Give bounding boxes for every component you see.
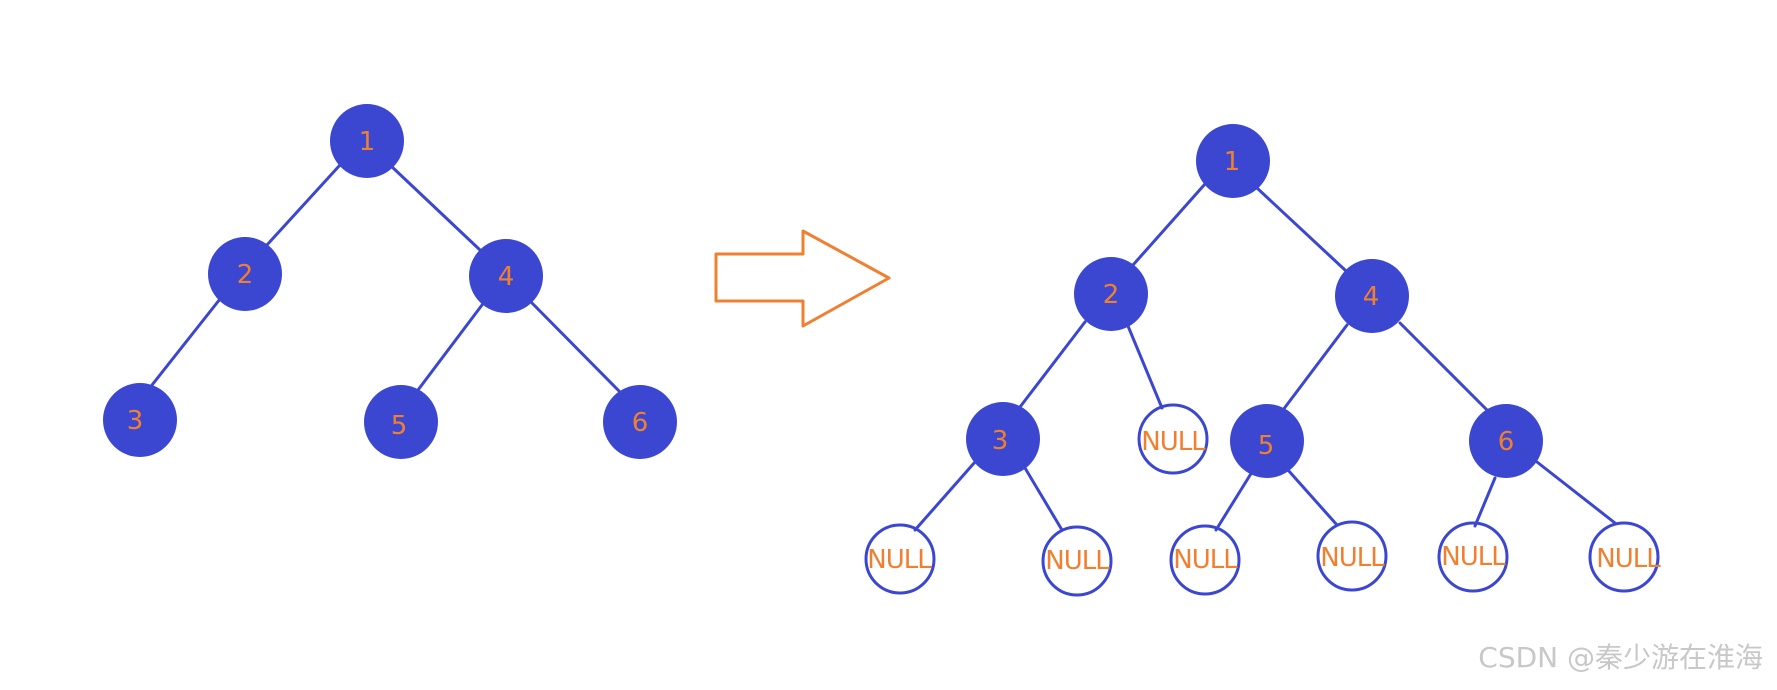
right-null-node-2-right-label: NULL <box>1141 427 1206 457</box>
right-edge-2-null <box>1126 324 1164 410</box>
left-node-6: 6 <box>603 385 677 459</box>
left-edge-4-6 <box>530 301 622 394</box>
right-node-6-label: 6 <box>1498 427 1515 457</box>
right-null-leaf-6: NULL <box>1588 521 1662 593</box>
right-null-leaf-5-circle <box>1437 521 1509 593</box>
left-node-3: 3 <box>103 383 177 457</box>
left-node-1-circle <box>330 104 404 178</box>
left-tree-nodes: 1 2 4 3 5 6 <box>103 104 677 459</box>
right-node-4-label: 4 <box>1363 282 1380 312</box>
right-edge-2-3 <box>1018 320 1087 409</box>
right-edge-6-null-left <box>1473 476 1497 528</box>
right-node-3: 3 <box>966 402 1040 476</box>
left-node-1: 1 <box>330 104 404 178</box>
right-node-2-circle <box>1074 257 1148 331</box>
right-node-5: 5 <box>1230 404 1304 478</box>
right-node-5-label: 5 <box>1258 431 1275 461</box>
right-node-2-label: 2 <box>1103 280 1120 310</box>
right-null-leaf-1-label: NULL <box>867 545 932 575</box>
left-node-3-label: 3 <box>127 406 144 436</box>
right-null-leaf-4-label: NULL <box>1320 543 1385 573</box>
left-node-4: 4 <box>469 239 543 313</box>
right-node-1-label: 1 <box>1224 147 1241 177</box>
right-edge-5-null-left <box>1214 470 1254 532</box>
transform-arrow <box>714 229 891 328</box>
right-null-leaf-3-label: NULL <box>1173 545 1238 575</box>
left-node-3-circle <box>103 383 177 457</box>
right-node-2: 2 <box>1074 257 1148 331</box>
right-edge-4-5 <box>1281 323 1349 412</box>
right-null-leaf-2-label: NULL <box>1045 546 1110 576</box>
right-null-node-2-right: NULL <box>1137 403 1209 475</box>
right-null-leaf-1-circle <box>864 523 936 595</box>
right-null-leaf-4-circle <box>1316 520 1388 592</box>
right-node-6-circle <box>1469 404 1543 478</box>
right-null-leaf-5: NULL <box>1437 521 1509 593</box>
left-node-5: 5 <box>364 385 438 459</box>
right-node-1: 1 <box>1196 124 1270 198</box>
left-edge-1-4 <box>388 163 482 252</box>
right-edge-1-4 <box>1255 186 1347 272</box>
left-node-2-label: 2 <box>237 260 254 290</box>
right-null-leaf-2-circle <box>1041 525 1113 597</box>
right-null-leaf-1: NULL <box>864 523 936 595</box>
right-null-leaf-3-circle <box>1169 524 1241 596</box>
left-edge-4-5 <box>416 303 484 392</box>
right-node-4-circle <box>1335 259 1409 333</box>
right-null-leaf-6-label: NULL <box>1596 544 1661 574</box>
left-node-5-circle <box>364 385 438 459</box>
left-node-5-label: 5 <box>391 411 408 441</box>
right-node-1-circle <box>1196 124 1270 198</box>
right-arrow-icon <box>714 229 891 328</box>
right-edge-4-6 <box>1398 321 1489 412</box>
left-node-4-circle <box>469 239 543 313</box>
right-null-node-2-right-circle <box>1137 403 1209 475</box>
right-null-leaf-3: NULL <box>1169 524 1241 596</box>
right-null-leaf-6-circle <box>1588 521 1660 593</box>
left-node-1-label: 1 <box>359 127 376 157</box>
right-node-5-circle <box>1230 404 1304 478</box>
right-edge-3-null-right <box>1023 466 1064 532</box>
right-tree-nodes: 1 2 4 3 NULL 5 <box>864 124 1662 597</box>
right-null-leaf-2: NULL <box>1041 525 1113 597</box>
right-tree-edges <box>913 182 1617 532</box>
left-node-6-circle <box>603 385 677 459</box>
right-node-4: 4 <box>1335 259 1409 333</box>
right-null-leaf-5-label: NULL <box>1441 542 1506 572</box>
right-edge-1-2 <box>1131 182 1207 267</box>
watermark-text: CSDN @秦少游在淮海 <box>1478 641 1763 674</box>
right-node-3-label: 3 <box>992 426 1009 456</box>
right-edge-5-null-right <box>1286 468 1339 527</box>
left-edge-2-3 <box>150 297 222 387</box>
left-node-4-label: 4 <box>498 262 515 292</box>
right-node-3-circle <box>966 402 1040 476</box>
right-edge-6-null-right <box>1535 460 1617 525</box>
right-edge-3-null-left <box>913 460 977 532</box>
right-node-6: 6 <box>1469 404 1543 478</box>
left-node-2-circle <box>208 237 282 311</box>
left-node-6-label: 6 <box>632 408 649 438</box>
left-edge-1-2 <box>264 163 342 248</box>
left-tree-edges <box>150 163 622 394</box>
left-node-2: 2 <box>208 237 282 311</box>
right-null-leaf-4: NULL <box>1316 520 1388 592</box>
